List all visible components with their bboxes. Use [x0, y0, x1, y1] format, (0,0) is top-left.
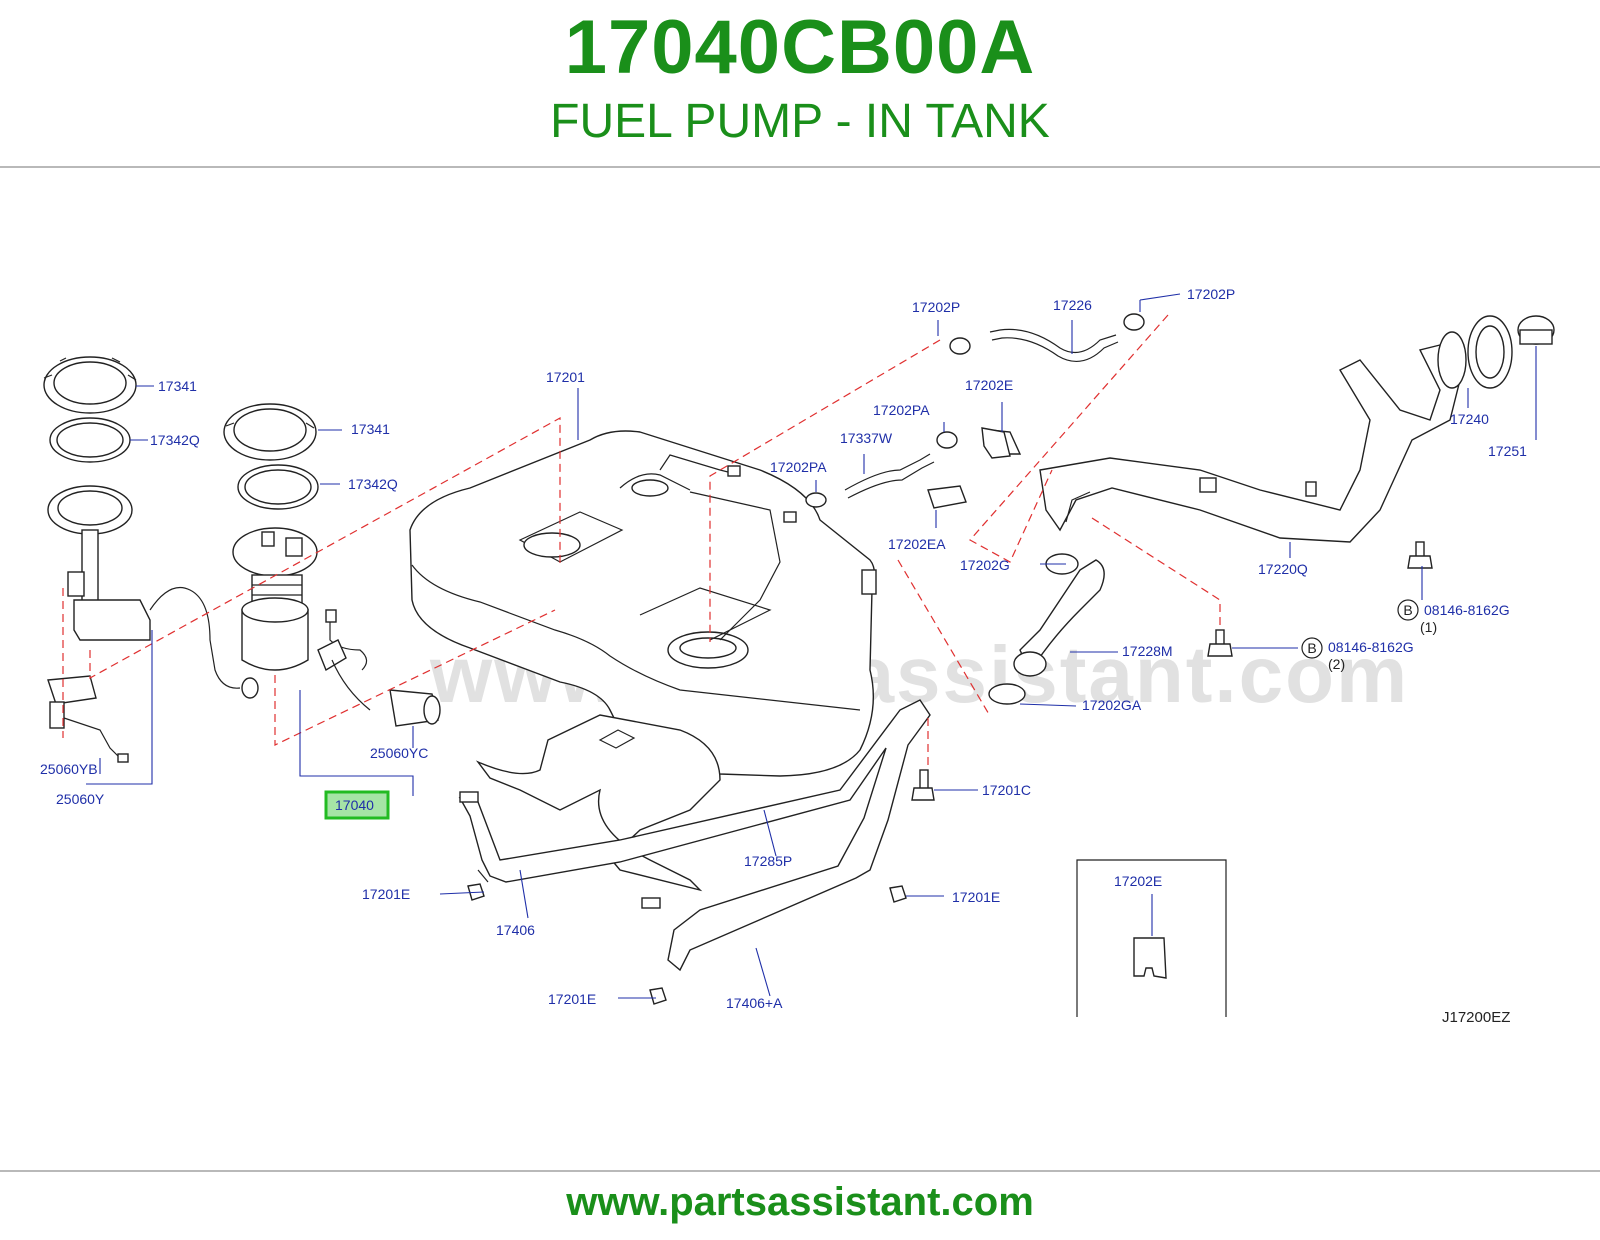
- label-08146-2-qty: (2): [1328, 656, 1345, 672]
- label-08146-1-qty: (1): [1420, 619, 1437, 635]
- page-header: 17040CB00A FUEL PUMP - IN TANK: [0, 0, 1600, 168]
- hose-17337w: [805, 431, 958, 508]
- leader-lines: [86, 293, 1537, 999]
- badge-b1-text: B: [1403, 602, 1412, 618]
- clip-17202e-top: [981, 427, 1011, 459]
- label-17342q-b: 17342Q: [348, 476, 398, 492]
- filler-tube-17220q: [1039, 331, 1467, 543]
- part-number-title: 17040CB00A: [564, 5, 1036, 90]
- label-17202e-a: 17202E: [965, 377, 1013, 393]
- label-17406: 17406: [496, 922, 535, 938]
- highlight-box-17040: [324, 790, 390, 820]
- part-name-subtitle: FUEL PUMP - IN TANK: [550, 95, 1050, 148]
- fuel-pump-module-17040: [232, 527, 441, 727]
- fuel-tank-17201: [409, 430, 877, 777]
- badge-b2-text: B: [1307, 640, 1316, 656]
- label-17202e-b: 17202E: [1114, 873, 1162, 889]
- label-17202pa-b: 17202PA: [770, 459, 827, 475]
- footer-url: www.partsassistant.com: [566, 1180, 1034, 1224]
- fasteners-under: [467, 769, 935, 1005]
- label-17251: 17251: [1488, 443, 1527, 459]
- label-17202ea: 17202EA: [888, 536, 946, 552]
- gasket-center: [237, 464, 319, 510]
- label-17202ga: 17202GA: [1082, 697, 1142, 713]
- label-25060yb: 25060YB: [40, 761, 98, 777]
- label-17202p-a: 17202P: [912, 299, 960, 315]
- bolt-badge-b1: B: [1397, 599, 1419, 621]
- label-08146-1: 08146-8162G: [1424, 602, 1510, 618]
- lock-ring-center: [223, 403, 317, 461]
- label-17341-a: 17341: [158, 378, 197, 394]
- label-17285p: 17285P: [744, 853, 792, 869]
- bolts-08146: [1207, 541, 1433, 657]
- label-08146-2: 08146-8162G: [1328, 639, 1414, 655]
- label-17201e-c: 17201E: [548, 991, 596, 1007]
- sender-unit-25060y: [47, 485, 259, 763]
- inset-box: [1076, 859, 1227, 1017]
- tank-protector-17285p: [475, 714, 721, 892]
- label-17342q-a: 17342Q: [150, 432, 200, 448]
- label-25060y: 25060Y: [56, 791, 105, 807]
- label-17201c: 17201C: [982, 782, 1031, 798]
- label-25060yc: 25060YC: [370, 745, 428, 761]
- part-labels: 17341 17342Q 17341 17342Q 25060YB 25060Y…: [40, 286, 1527, 1026]
- tank-strap-17406: [458, 699, 931, 972]
- label-17220q: 17220Q: [1258, 561, 1308, 577]
- label-17240: 17240: [1450, 411, 1489, 427]
- lock-ring-left: [43, 356, 137, 414]
- label-17201e-a: 17201E: [362, 886, 410, 902]
- gasket-17240: [1467, 315, 1513, 389]
- label-17201: 17201: [546, 369, 585, 385]
- label-17337w: 17337W: [840, 430, 893, 446]
- parts-diagram: www.partsassistant.com: [40, 286, 1555, 1026]
- assembly-lines: [62, 314, 1221, 770]
- vent-hose-17226: [949, 313, 1145, 363]
- label-17202g: 17202G: [960, 557, 1010, 573]
- label-17228m: 17228M: [1122, 643, 1173, 659]
- label-17341-b: 17341: [351, 421, 390, 437]
- label-17202pa-a: 17202PA: [873, 402, 930, 418]
- label-17406a: 17406+A: [726, 995, 783, 1011]
- label-17202p-b: 17202P: [1187, 286, 1235, 302]
- label-17226: 17226: [1053, 297, 1092, 313]
- header-divider: [0, 166, 1600, 168]
- diagram-code: J17200EZ: [1442, 1009, 1510, 1026]
- label-17040: 17040: [335, 797, 374, 813]
- footer-divider: [0, 1170, 1600, 1172]
- label-17201e-b: 17201E: [952, 889, 1000, 905]
- filler-cap-17251: [1517, 315, 1555, 345]
- bolt-badge-b2: B: [1301, 637, 1323, 659]
- gasket-left: [49, 417, 131, 463]
